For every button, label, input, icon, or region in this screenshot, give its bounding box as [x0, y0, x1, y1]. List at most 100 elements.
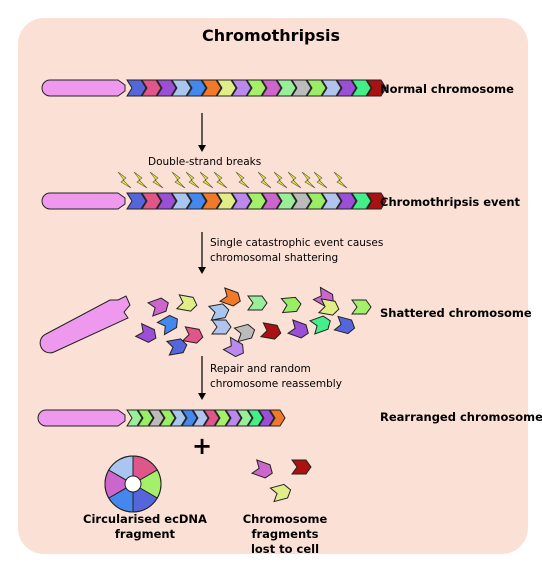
shattered-fragment — [333, 315, 356, 335]
rearranged-segment — [247, 409, 264, 427]
double-strand-break-bolt — [185, 171, 200, 189]
note-double-strand-breaks: Double-strand breaks — [148, 156, 262, 168]
rearranged-segment — [269, 409, 286, 427]
double-strand-break-bolt — [287, 171, 302, 189]
event-chromosome-p-arm — [41, 192, 126, 210]
note-repair-line1: Repair and random — [210, 363, 311, 375]
shattered-fragment — [247, 295, 268, 311]
normal-chromosome-segment — [186, 79, 207, 97]
double-strand-break-bolt — [171, 171, 186, 189]
normal-chromosome-segment — [351, 79, 372, 97]
normal-chromosome-segment — [141, 79, 162, 97]
event-chromosome-segment — [201, 192, 222, 210]
rearranged-segment — [126, 409, 143, 427]
event-chromosome-segment — [171, 192, 192, 210]
double-strand-break-bolt — [117, 171, 132, 189]
shattered-fragment — [165, 338, 188, 356]
normal-chromosome-segment — [276, 79, 297, 97]
ecdna-center-hole — [124, 475, 142, 493]
double-strand-break-bolt — [313, 171, 328, 189]
arrow-to-reassembly-head — [198, 393, 206, 400]
arrow-to-shattering-head — [198, 267, 206, 274]
event-chromosome-segment — [156, 192, 177, 210]
note-shatter-line1: Single catastrophic event causes — [210, 237, 384, 249]
normal-chromosome-segment — [126, 79, 147, 97]
shattered-fragment — [308, 315, 331, 335]
double-strand-break-bolt — [301, 171, 316, 189]
rearranged-segment — [214, 409, 231, 427]
event-chromosome-segment — [321, 192, 342, 210]
shattered-fragment — [222, 336, 244, 358]
normal-chromosome-segment — [231, 79, 252, 97]
rearranged-segment — [236, 409, 253, 427]
rearranged-segment — [225, 409, 242, 427]
event-chromosome-segment — [366, 192, 387, 210]
double-strand-break-bolt — [133, 171, 148, 189]
ecdna-outline — [104, 455, 162, 513]
double-strand-break-bolt — [273, 171, 288, 189]
caption-lost-line2: lost to cell — [250, 542, 320, 556]
normal-chromosome-segment — [261, 79, 282, 97]
shattered-fragment — [175, 294, 198, 312]
double-strand-break-bolt — [257, 171, 272, 189]
double-strand-break-bolt — [149, 171, 164, 189]
event-chromosome-segment — [306, 192, 327, 210]
double-strand-break-bolt — [213, 171, 228, 189]
event-chromosome-segment — [126, 192, 147, 210]
label-rearranged-chromosome: Rearranged chromosome — [380, 410, 542, 424]
rearranged-segment — [181, 409, 198, 427]
event-chromosome-segment — [216, 192, 237, 210]
lost-fragment — [250, 459, 273, 479]
note-repair-line2: chromosome reassembly — [210, 378, 342, 390]
shattered-fragment — [317, 298, 340, 316]
shattered-fragment — [134, 322, 157, 343]
caption-ecdna-line2: fragment — [114, 527, 176, 541]
label-shattered-chromosome: Shattered chromosome — [380, 306, 532, 320]
lost-fragment — [269, 483, 292, 503]
double-strand-break-bolt — [199, 171, 214, 189]
event-chromosome-segment — [291, 192, 312, 210]
rearranged-segment — [159, 409, 176, 427]
normal-chromosome-segment — [171, 79, 192, 97]
normal-chromosome-segment — [246, 79, 267, 97]
normal-chromosome-segment — [201, 79, 222, 97]
label-chromothripsis-event: Chromothripsis event — [380, 195, 521, 209]
shattered-fragment — [181, 326, 204, 344]
diagram-title: Chromothripsis — [201, 26, 341, 45]
double-strand-break-bolt — [333, 171, 348, 189]
normal-chromosome-segment — [306, 79, 327, 97]
shattered-fragment — [156, 314, 178, 336]
event-chromosome-segment — [336, 192, 357, 210]
shattered-fragment — [211, 319, 232, 335]
label-normal-chromosome: Normal chromosome — [380, 82, 514, 96]
shattered-fragment — [259, 322, 282, 340]
normal-chromosome-segment — [216, 79, 237, 97]
shattered-fragment — [351, 299, 372, 315]
note-shatter-line2: chromosomal shattering — [210, 252, 339, 264]
diagram-panel — [18, 18, 528, 554]
normal-chromosome-p-arm — [41, 79, 126, 97]
rearranged-segment — [170, 409, 187, 427]
arrow-to-breaks-head — [198, 145, 206, 152]
shattered-fragment — [207, 303, 230, 321]
normal-chromosome-segment — [336, 79, 357, 97]
shattered-fragment — [146, 297, 169, 317]
rearranged-segment — [137, 409, 154, 427]
normal-chromosome-segment — [291, 79, 312, 97]
rearranged-segment — [203, 409, 220, 427]
event-chromosome-segment — [231, 192, 252, 210]
rearranged-segment — [148, 409, 165, 427]
shattered-p-arm — [39, 295, 131, 354]
normal-chromosome-segment — [366, 79, 387, 97]
normal-chromosome-segment — [156, 79, 177, 97]
event-chromosome-segment — [351, 192, 372, 210]
caption-ecdna-line1: Circularised ecDNA — [83, 512, 207, 526]
shattered-fragment — [233, 323, 256, 343]
event-chromosome-segment — [186, 192, 207, 210]
rearranged-segment — [258, 409, 275, 427]
caption-lost-fragments: Chromosome fragments lost to cell — [210, 512, 360, 557]
event-chromosome-segment — [276, 192, 297, 210]
shattered-fragment — [218, 287, 241, 307]
shattered-fragment — [286, 319, 309, 339]
